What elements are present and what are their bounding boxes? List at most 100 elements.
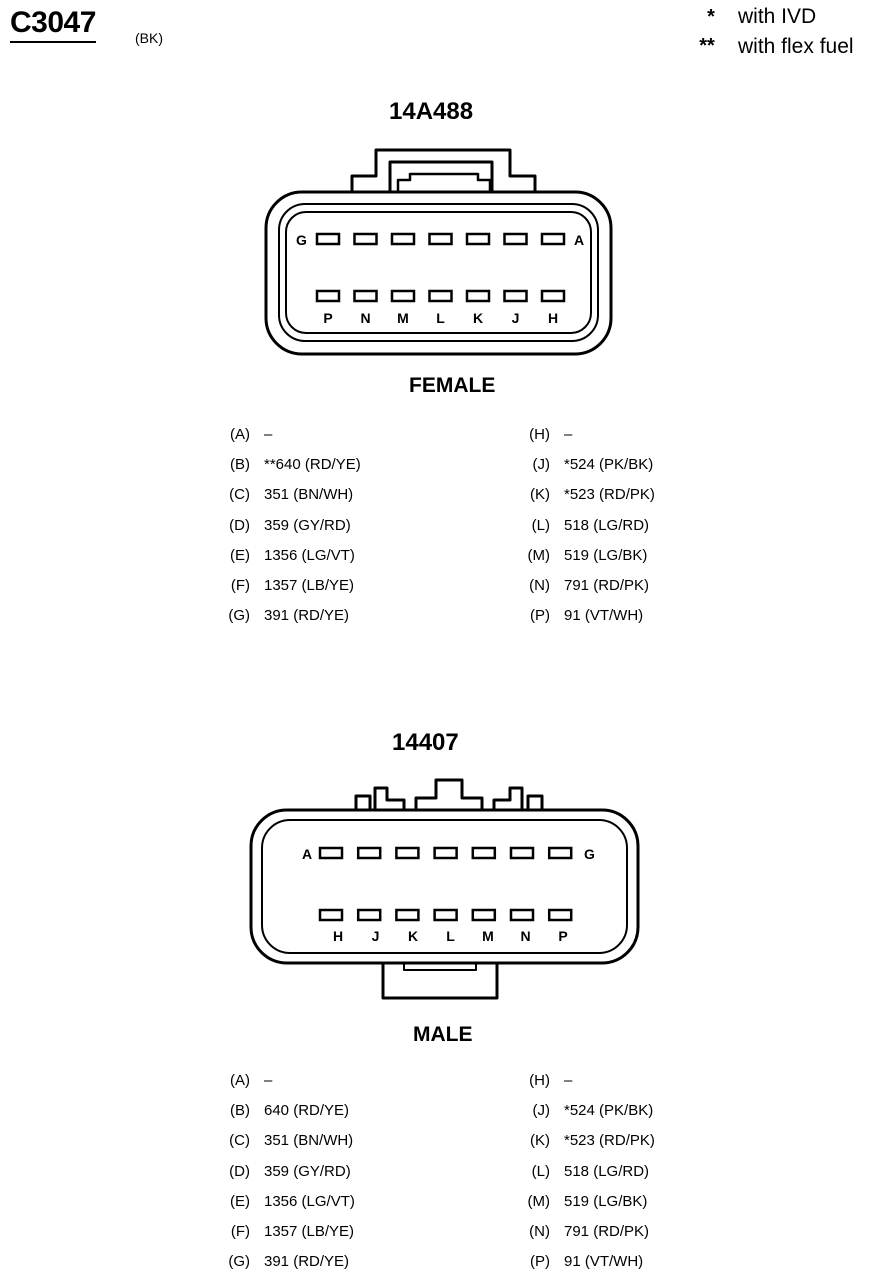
female-pin-label-n: N bbox=[360, 310, 370, 326]
female-latch-outer bbox=[350, 148, 537, 192]
male-pin-label-a: A bbox=[302, 846, 312, 862]
female-bottom-pin-cavity bbox=[353, 289, 378, 303]
pin-id: (H) bbox=[529, 426, 550, 443]
circuit: 351 (BN/WH) bbox=[264, 1132, 354, 1149]
male-pin-row: (F)1357 (LB/YE) bbox=[210, 1222, 354, 1242]
circuit: 791 (RD/PK) bbox=[564, 1223, 650, 1240]
male-pin-row: (N) 791 (RD/PK) bbox=[510, 1222, 649, 1242]
circuit: 1357 (LB/YE) bbox=[264, 577, 355, 594]
female-housing bbox=[264, 190, 613, 356]
male-pin-label-h: H bbox=[333, 928, 343, 944]
male-top-pin-cavity bbox=[433, 846, 458, 860]
circuit: 391 (RD/YE) bbox=[264, 607, 350, 624]
circuit: 1357 (LB/YE) bbox=[264, 1223, 355, 1240]
male-pin-label-m: M bbox=[482, 928, 494, 944]
male-top-pin-cavity bbox=[356, 846, 382, 860]
female-pin-label-p: P bbox=[323, 310, 332, 326]
male-pin-label-k: K bbox=[408, 928, 418, 944]
female-top-pin-cavity bbox=[390, 232, 416, 246]
female-latch-inner bbox=[388, 160, 494, 192]
pin-id: (L) bbox=[531, 517, 550, 534]
circuit: 359 (GY/RD) bbox=[264, 517, 351, 534]
circuit: **640 (RD/YE) bbox=[264, 456, 361, 473]
female-pin-row: (F)1357 (LB/YE) bbox=[210, 576, 354, 596]
male-pin-row: (J)*524 (PK/BK) bbox=[510, 1101, 654, 1121]
pin-id: (N) bbox=[529, 1223, 550, 1240]
legend-flex-fuel-text: with flex fuel bbox=[738, 35, 854, 58]
male-part-number: 14407 bbox=[392, 729, 459, 756]
female-pin-row: (L) 518 (LG/RD) bbox=[510, 516, 649, 536]
male-pin-row: (B)640 (RD/YE) bbox=[210, 1101, 349, 1121]
circuit: *523 (RD/PK) bbox=[564, 1132, 655, 1149]
male-latch bbox=[414, 778, 484, 810]
female-top-row bbox=[315, 232, 566, 246]
pin-id: (J) bbox=[532, 456, 551, 473]
circuit: 1356 (LG/VT) bbox=[264, 1193, 355, 1210]
female-cavity bbox=[285, 211, 592, 334]
male-rib-4 bbox=[526, 794, 544, 810]
pin-id: (P) bbox=[530, 607, 550, 624]
circuit: 1356 (LG/VT) bbox=[264, 547, 355, 564]
female-label: FEMALE bbox=[409, 374, 496, 397]
male-pin-row: (P)91 (VT/WH) bbox=[510, 1252, 643, 1272]
male-pin-label-p: P bbox=[558, 928, 567, 944]
pin-id: (D) bbox=[229, 1163, 250, 1180]
male-pin-row: (C)351 (BN/WH) bbox=[210, 1131, 353, 1151]
pin-id: (L) bbox=[531, 1163, 550, 1180]
male-pin-row: (H)– bbox=[510, 1071, 572, 1091]
pin-id: (N) bbox=[529, 577, 550, 594]
male-pin-row: (M)519 (LG/BK) bbox=[510, 1192, 648, 1212]
female-pin-row: (H)– bbox=[510, 425, 572, 445]
pin-id: (H) bbox=[529, 1072, 550, 1089]
male-bottom-pin-cavity bbox=[509, 908, 535, 922]
male-bottom-row bbox=[318, 908, 573, 922]
pin-id: (D) bbox=[229, 517, 250, 534]
male-rib-1 bbox=[354, 794, 372, 810]
circuit: – bbox=[564, 1072, 573, 1089]
male-bottom-pin-cavity bbox=[356, 908, 382, 922]
male-pin-label-l: L bbox=[446, 928, 455, 944]
color-code: (BK) bbox=[135, 30, 163, 46]
male-top-pin-cavity bbox=[509, 846, 535, 860]
female-top-pin-cavity bbox=[315, 232, 341, 246]
pin-id: (J) bbox=[532, 1102, 551, 1119]
circuit: 518 (LG/RD) bbox=[564, 1163, 650, 1180]
male-top-pin-cavity bbox=[547, 846, 573, 860]
connector-id: C3047 bbox=[10, 6, 96, 43]
female-latch-tab bbox=[396, 172, 492, 192]
female-bottom-pin-cavity bbox=[503, 289, 528, 303]
female-pin-row: (N) 791 (RD/PK) bbox=[510, 576, 649, 596]
female-top-pin-cavity bbox=[503, 232, 528, 246]
male-pin-row: (K)*523 (RD/PK) bbox=[510, 1131, 655, 1151]
female-pin-label-h: H bbox=[548, 310, 558, 326]
circuit: 518 (LG/RD) bbox=[564, 517, 650, 534]
pin-id: (E) bbox=[230, 547, 250, 564]
circuit: 351 (BN/WH) bbox=[264, 486, 354, 503]
pin-id: (B) bbox=[230, 456, 250, 473]
male-bottom-pin-cavity bbox=[547, 908, 573, 922]
male-pin-row: (L) 518 (LG/RD) bbox=[510, 1162, 649, 1182]
female-pin-label-g: G bbox=[296, 232, 307, 248]
legend-ivd-symbol: * bbox=[707, 6, 715, 28]
circuit: 519 (LG/BK) bbox=[564, 1193, 648, 1210]
circuit: 519 (LG/BK) bbox=[564, 547, 648, 564]
female-bottom-pin-cavity bbox=[428, 289, 453, 303]
female-bottom-row bbox=[315, 289, 566, 303]
male-pin-row: (E) 1356 (LG/VT) bbox=[210, 1192, 355, 1212]
female-pin-row: (A)– bbox=[210, 425, 272, 445]
pin-id: (E) bbox=[230, 1193, 250, 1210]
female-top-pin-cavity bbox=[353, 232, 378, 246]
circuit: 391 (RD/YE) bbox=[264, 1253, 350, 1270]
female-pin-row: (K)*523 (RD/PK) bbox=[510, 485, 655, 505]
female-pin-row: (B) **640 (RD/YE) bbox=[210, 455, 361, 475]
female-pin-row: (M) 519 (LG/BK) bbox=[510, 546, 648, 566]
circuit: 791 (RD/PK) bbox=[564, 577, 650, 594]
circuit: – bbox=[564, 426, 573, 443]
pin-id: (K) bbox=[530, 486, 550, 503]
female-pin-label-a: A bbox=[574, 232, 584, 248]
female-bottom-pin-cavity bbox=[540, 289, 566, 303]
male-top-pin-cavity bbox=[395, 846, 420, 860]
male-top-row bbox=[318, 846, 573, 860]
circuit: *524 (PK/BK) bbox=[564, 456, 654, 473]
pin-id: (M) bbox=[527, 547, 551, 564]
